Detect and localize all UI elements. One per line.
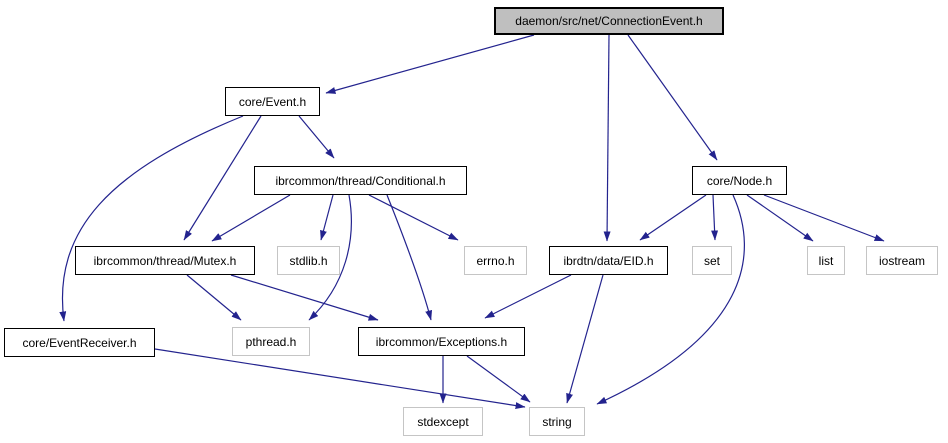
- edge-eid-exceptions: [484, 274, 572, 319]
- node-label: ibrdtn/data/EID.h: [563, 253, 654, 268]
- node-ibrcommon-thread-conditional-h[interactable]: ibrcommon/thread/Conditional.h: [254, 166, 467, 195]
- node-label: string: [542, 414, 572, 429]
- edge-conditional-exceptions: [386, 194, 433, 321]
- node-ibrcommon-thread-mutex-h[interactable]: ibrcommon/thread/Mutex.h: [75, 246, 255, 275]
- node-list: list: [807, 246, 845, 275]
- edge-connectionevent-event: [325, 34, 535, 94]
- node-label: pthread.h: [245, 334, 297, 349]
- node-label: core/EventReceiver.h: [22, 335, 137, 350]
- node-label: stdlib.h: [289, 253, 328, 268]
- node-daemon-src-net-connectionevent-h: daemon/src/net/ConnectionEvent.h: [494, 7, 724, 35]
- node-core-event-h[interactable]: core/Event.h: [225, 87, 320, 116]
- edge-conditional-mutex: [211, 194, 291, 242]
- node-label: errno.h: [476, 253, 515, 268]
- edge-node-set: [711, 194, 719, 241]
- node-label: core/Event.h: [238, 94, 307, 109]
- edge-node-list: [746, 194, 814, 242]
- node-stdlib-h: stdlib.h: [277, 246, 340, 275]
- edge-event-mutex: [183, 115, 262, 241]
- edge-mutex-exceptions: [230, 274, 379, 321]
- node-label: iostream: [878, 253, 925, 268]
- edge-eventreceiver-string: [154, 348, 526, 409]
- node-core-node-h[interactable]: core/Node.h: [692, 166, 787, 195]
- node-core-eventreceiver-h[interactable]: core/EventReceiver.h: [4, 328, 155, 357]
- edge-mutex-pthread: [186, 274, 242, 321]
- node-label: core/Node.h: [706, 173, 773, 188]
- edge-eid-string: [566, 274, 604, 404]
- edge-event-eventreceiver: [59, 115, 244, 322]
- edge-exceptions-string: [466, 355, 531, 403]
- edge-node-eid: [639, 194, 707, 241]
- edge-connectionevent-node: [627, 34, 718, 161]
- node-label: ibrcommon/thread/Conditional.h: [275, 173, 446, 188]
- node-label: set: [703, 253, 720, 268]
- edge-node-iostream: [763, 194, 885, 242]
- node-pthread-h: pthread.h: [232, 327, 310, 356]
- node-string: string: [529, 407, 585, 436]
- node-errno-h: errno.h: [464, 246, 527, 275]
- node-ibrdtn-data-eid-h[interactable]: ibrdtn/data/EID.h: [549, 246, 668, 275]
- node-set: set: [692, 246, 732, 275]
- node-label: list: [818, 253, 834, 268]
- node-label: ibrcommon/thread/Mutex.h: [93, 253, 237, 268]
- node-label: ibrcommon/Exceptions.h: [375, 334, 508, 349]
- edge-conditional-stdlib: [320, 194, 334, 241]
- node-stdexcept: stdexcept: [403, 407, 483, 436]
- node-iostream: iostream: [866, 246, 938, 275]
- node-label: daemon/src/net/ConnectionEvent.h: [515, 14, 703, 28]
- node-ibrcommon-exceptions-h[interactable]: ibrcommon/Exceptions.h: [358, 327, 525, 356]
- edge-event-conditional: [298, 115, 335, 159]
- edge-conditional-errno: [368, 194, 459, 241]
- edge-connectionevent-eid: [603, 34, 611, 242]
- node-label: stdexcept: [417, 414, 469, 429]
- edge-node-string: [596, 194, 745, 405]
- edge-conditional-pthread: [308, 194, 352, 321]
